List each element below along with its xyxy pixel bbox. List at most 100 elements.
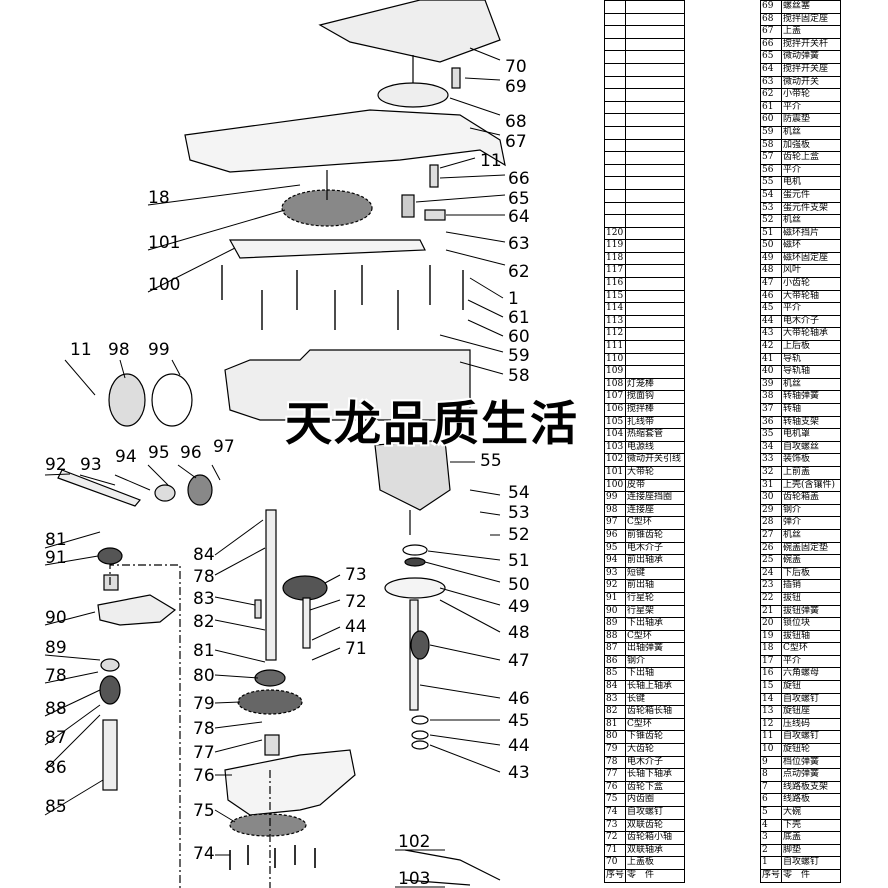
callout-label: 18 xyxy=(148,188,170,208)
part-name: 长轴上轴承 xyxy=(625,680,686,694)
part-name: 机丝 xyxy=(781,528,842,543)
part-name: 搅拌开关杆 xyxy=(781,37,842,52)
part-number xyxy=(603,50,627,64)
callout-label: 51 xyxy=(508,551,530,571)
part-mixing-seat xyxy=(377,82,449,108)
part-name: 档位弹簧 xyxy=(781,755,842,770)
part-number: 21 xyxy=(759,604,783,619)
parts-row xyxy=(603,214,686,228)
callout-label: 47 xyxy=(508,651,530,671)
part-number: 101 xyxy=(603,465,627,480)
part-name: 加强板 xyxy=(781,138,842,153)
callout-label: 67 xyxy=(505,132,527,152)
header-number: 序号 xyxy=(759,868,783,883)
part-name: 旋钮座 xyxy=(781,705,842,719)
part-number: 5 xyxy=(759,806,783,820)
part-front-shaft xyxy=(57,469,141,507)
part-name: 上后板 xyxy=(781,340,842,354)
part-name: 微动开关引线 xyxy=(625,453,686,467)
part-number: 39 xyxy=(759,377,783,392)
parts-row: 112 xyxy=(603,327,686,342)
part-number: 70 xyxy=(603,856,627,870)
part-name: 磁环挡片 xyxy=(781,226,842,241)
part-number: 28 xyxy=(759,516,783,530)
part-name xyxy=(625,251,686,266)
callout-label: 44 xyxy=(345,617,367,637)
part-name: 蛋元件 xyxy=(781,188,842,203)
part-number: 50 xyxy=(759,239,783,253)
part-number: 52 xyxy=(759,214,783,228)
part-name: 底盖 xyxy=(781,831,842,845)
parts-row xyxy=(603,25,686,39)
part-name: 长轴下轴承 xyxy=(625,768,686,782)
parts-row xyxy=(603,50,686,64)
part-number: 95 xyxy=(603,541,627,556)
part-number: 114 xyxy=(603,302,627,316)
part-name xyxy=(625,138,686,153)
part-name: 自攻螺丝 xyxy=(781,440,842,455)
parts-row xyxy=(603,138,686,153)
part-name xyxy=(625,176,686,190)
part-number: 67 xyxy=(759,25,783,39)
part-number: 80 xyxy=(603,730,627,745)
header-part: 零 件 xyxy=(781,868,842,883)
part-number: 85 xyxy=(603,667,627,682)
part-name: 平介 xyxy=(781,302,842,316)
parts-row xyxy=(603,75,686,90)
part-number: 53 xyxy=(759,201,783,216)
part-name: 大齿轮 xyxy=(625,743,686,757)
part-number: 81 xyxy=(603,717,627,732)
part-name: 前锥齿轮 xyxy=(625,528,686,543)
part-number: 3 xyxy=(759,831,783,845)
part-belt xyxy=(228,239,426,259)
callout-label: 83 xyxy=(193,589,215,609)
part-number xyxy=(603,163,627,178)
part-number: 47 xyxy=(759,277,783,291)
exploded-view-diagram: 70 69 68 67 11 66 65 64 63 62 1 61 60 59… xyxy=(44,0,530,888)
part-name xyxy=(625,62,686,77)
part-name: 电源线 xyxy=(625,440,686,455)
callout-label: 44 xyxy=(508,736,530,756)
part-number: 17 xyxy=(759,654,783,669)
part-name xyxy=(625,50,686,64)
part-name: 小带轮 xyxy=(781,88,842,102)
part-name xyxy=(625,327,686,342)
part-number: 32 xyxy=(759,465,783,480)
part-number: 48 xyxy=(759,264,783,279)
callout-label: 70 xyxy=(505,57,527,77)
parts-row xyxy=(603,163,686,178)
part-number: 90 xyxy=(603,604,627,619)
header-number: 序号 xyxy=(603,868,627,883)
parts-row: 111 xyxy=(603,340,686,354)
callout-label: 92 xyxy=(45,455,67,475)
part-number: 65 xyxy=(759,50,783,64)
callout-label: 81 xyxy=(193,641,215,661)
parts-row: 117 xyxy=(603,264,686,279)
callout-labels: 70 69 68 67 11 66 65 64 63 62 1 61 60 59… xyxy=(45,57,530,888)
part-number xyxy=(603,100,627,115)
part-number: 111 xyxy=(603,340,627,354)
part-number: 103 xyxy=(603,440,627,455)
part-number: 94 xyxy=(603,554,627,568)
callout-label: 75 xyxy=(193,801,215,821)
callout-label: 72 xyxy=(345,592,367,612)
